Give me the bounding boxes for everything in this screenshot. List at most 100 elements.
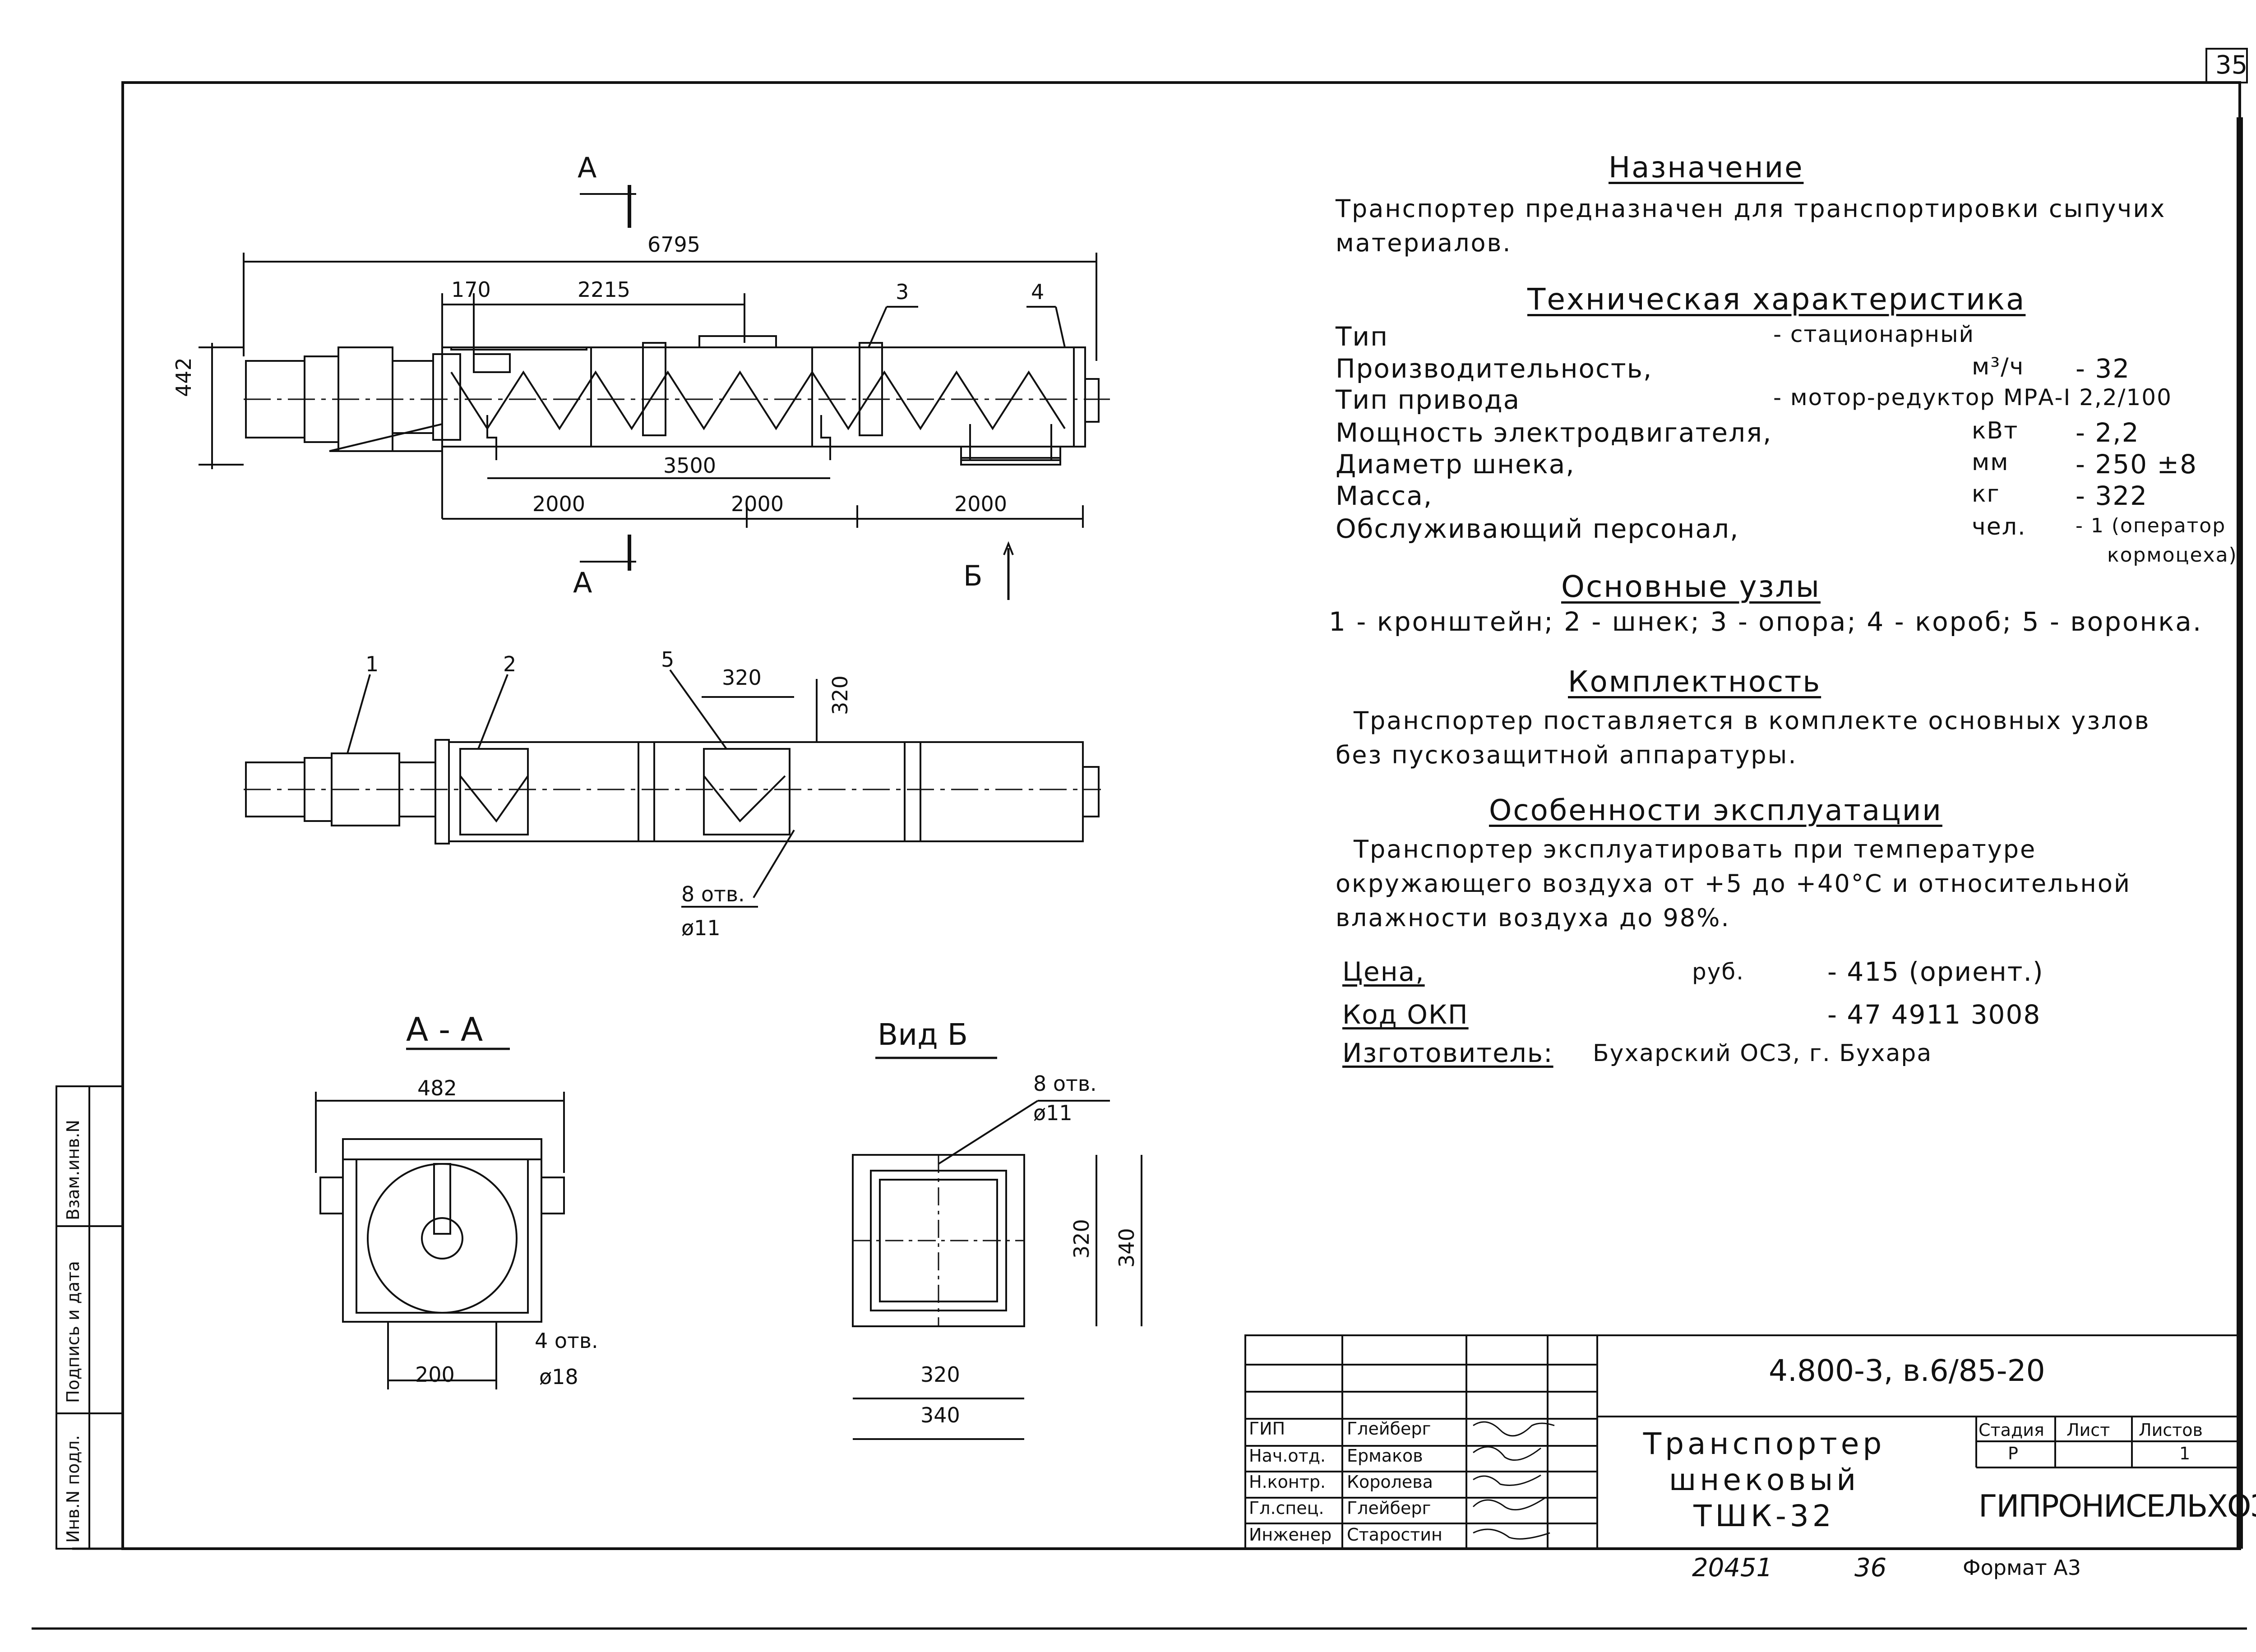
spec-name: Масса, bbox=[1336, 480, 1433, 511]
section-mark-a-bottom: А bbox=[573, 566, 592, 599]
spec-value: - 1 (оператор bbox=[2076, 514, 2226, 537]
section-a-a-title: А - А bbox=[406, 1011, 483, 1048]
spec-value: - мотор-редуктор МРА-I 2,2/100 bbox=[1773, 384, 2172, 411]
view-b-holes-dia: ø11 bbox=[1033, 1101, 1073, 1125]
person: Ермаков bbox=[1347, 1446, 1423, 1466]
price-unit: руб. bbox=[1692, 959, 1745, 985]
dim-2215: 2215 bbox=[578, 277, 631, 302]
dim-320-plan-vertical: 320 bbox=[828, 675, 852, 715]
spec-unit: м³/ч bbox=[1972, 353, 2025, 380]
sheets-value: 1 bbox=[2179, 1444, 2191, 1463]
dim-height: 442 bbox=[171, 357, 196, 397]
section-dim-base: 200 bbox=[415, 1362, 455, 1387]
stamp-replace-inv: Взам.инв.N bbox=[63, 1120, 83, 1220]
section-a-a bbox=[315, 1047, 565, 1389]
spec-unit: кг bbox=[1972, 480, 2000, 508]
section-holes-count: 4 отв. bbox=[535, 1329, 598, 1353]
spec-value: - 2,2 bbox=[2076, 417, 2140, 448]
okp-label: Код ОКП bbox=[1342, 999, 1469, 1030]
spec-value: кормоцеха) bbox=[2107, 544, 2238, 567]
signatures bbox=[1472, 1421, 1555, 1540]
plan-holes-dia: ø11 bbox=[681, 916, 721, 940]
sheets-header: Листов bbox=[2139, 1420, 2203, 1440]
role: Н.контр. bbox=[1249, 1472, 1326, 1492]
operation-text: Транспортер эксплуатировать при температ… bbox=[1336, 835, 2131, 932]
view-b-holes-count: 8 отв. bbox=[1033, 1071, 1097, 1096]
archive-number: 20451 bbox=[1692, 1553, 1773, 1583]
spec-value: - стационарный bbox=[1773, 321, 1975, 347]
product-title-2: шнековый bbox=[1669, 1463, 1860, 1497]
completeness-heading: Комплектность bbox=[1568, 665, 1821, 699]
maker-label: Изготовитель: bbox=[1342, 1038, 1553, 1068]
maker-value: Бухарский ОСЗ, г. Бухара bbox=[1593, 1040, 1932, 1067]
section-dim-width: 482 bbox=[417, 1076, 457, 1100]
callout-4: 4 bbox=[1031, 280, 1045, 304]
plan-view bbox=[244, 669, 1101, 908]
callout-5: 5 bbox=[661, 647, 675, 672]
spec-name: Тип привода bbox=[1336, 384, 1521, 415]
dim-320-plan: 320 bbox=[722, 665, 762, 690]
spec-value: - 32 bbox=[2076, 353, 2131, 384]
view-b-title: Вид Б bbox=[878, 1017, 968, 1052]
purpose-text: Транспортер предназначен для транспортир… bbox=[1336, 194, 2166, 257]
view-b-outer-height: 340 bbox=[1114, 1228, 1139, 1268]
spec-name: Производительность, bbox=[1336, 353, 1653, 384]
spec-name: Мощность электродвигателя, bbox=[1336, 417, 1772, 448]
operation-heading: Особенности эксплуатации bbox=[1489, 794, 1942, 827]
spec-value: - 322 bbox=[2076, 480, 2148, 511]
archive-sheet: 36 bbox=[1854, 1553, 1887, 1583]
completeness-text: Транспортер поставляется в комплекте осн… bbox=[1336, 706, 2150, 769]
stage-value: Р bbox=[2008, 1444, 2018, 1463]
plan-holes-count: 8 отв. bbox=[681, 882, 745, 906]
page-number: 35 bbox=[2215, 51, 2248, 80]
role: Нач.отд. bbox=[1249, 1446, 1326, 1466]
format-label: Формат А3 bbox=[1963, 1555, 2081, 1580]
price-label: Цена, bbox=[1342, 956, 1425, 987]
callout-3: 3 bbox=[896, 280, 909, 304]
dim-2000-a: 2000 bbox=[532, 492, 586, 516]
view-b-outer-width: 340 bbox=[920, 1403, 960, 1427]
product-title-1: Транспортер bbox=[1643, 1426, 1886, 1461]
role: Гл.спец. bbox=[1249, 1498, 1324, 1518]
dim-2000-b: 2000 bbox=[731, 492, 784, 516]
person: Королева bbox=[1347, 1472, 1433, 1492]
product-title-3: ТШК-32 bbox=[1693, 1499, 1835, 1533]
spec-unit: кВт bbox=[1972, 417, 2019, 444]
doc-code: 4.800-3, в.6/85-20 bbox=[1769, 1353, 2045, 1388]
view-b bbox=[852, 1057, 1142, 1440]
okp-value: - 47 4911 3008 bbox=[1827, 999, 2041, 1030]
person: Глейберг bbox=[1347, 1419, 1431, 1439]
price-value: - 415 (ориент.) bbox=[1827, 956, 2044, 987]
section-mark-a-top: А bbox=[578, 151, 597, 184]
dim-3500: 3500 bbox=[663, 453, 717, 478]
dim-overall-length: 6795 bbox=[647, 232, 701, 257]
units-heading: Основные узлы bbox=[1561, 569, 1821, 604]
role: Инженер bbox=[1249, 1525, 1332, 1545]
spec-name: Диаметр шнека, bbox=[1336, 449, 1575, 480]
spec-name: Обслуживающий персонал, bbox=[1336, 513, 1739, 544]
sheet-header: Лист bbox=[2066, 1420, 2110, 1440]
purpose-heading: Назначение bbox=[1609, 151, 1804, 185]
units-text: 1 - кронштейн; 2 - шнек; 3 - опора; 4 - … bbox=[1329, 606, 2203, 637]
role: ГИП bbox=[1249, 1419, 1285, 1439]
section-mark-b: Б bbox=[963, 559, 983, 592]
stamp-inv-orig: Инв.N подл. bbox=[63, 1435, 83, 1543]
organization: ГИПРОНИСЕЛЬХОЗ bbox=[1979, 1489, 2256, 1524]
specs-heading: Техническая характеристика bbox=[1527, 282, 2026, 317]
stage-header: Стадия bbox=[1979, 1420, 2044, 1440]
spec-value: - 250 ±8 bbox=[2076, 449, 2198, 480]
dim-2000-c: 2000 bbox=[954, 492, 1008, 516]
view-b-inner-width: 320 bbox=[920, 1362, 960, 1387]
callout-1: 1 bbox=[365, 652, 379, 676]
spec-unit: чел. bbox=[1972, 513, 2026, 540]
stamp-sign-date: Подпись и дата bbox=[63, 1261, 83, 1403]
callout-2: 2 bbox=[503, 652, 517, 676]
dim-170: 170 bbox=[451, 277, 491, 302]
view-b-inner-height: 320 bbox=[1069, 1219, 1094, 1259]
title-block-lines bbox=[1244, 1334, 2241, 1550]
section-holes-dia: ø18 bbox=[539, 1365, 578, 1389]
spec-name: Тип bbox=[1336, 321, 1389, 352]
spec-unit: мм bbox=[1972, 449, 2009, 476]
person: Глейберг bbox=[1347, 1498, 1431, 1518]
